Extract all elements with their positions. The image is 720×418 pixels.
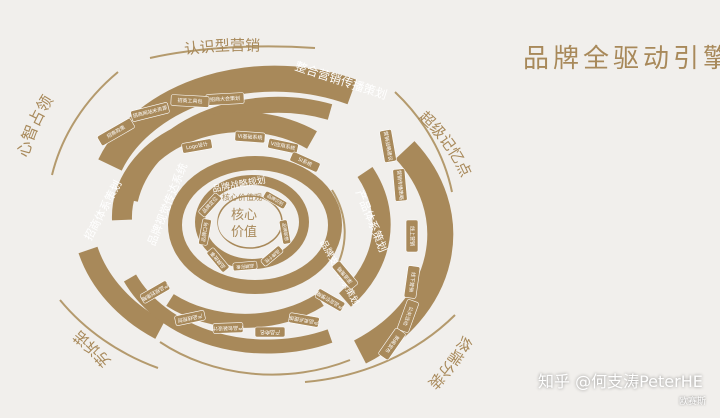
watermark-brand: 欧赛斯 — [679, 397, 707, 407]
tag-label: 招商工具包 — [177, 97, 202, 105]
core-circle: 核心 价值 — [218, 201, 270, 245]
ring-band-2 — [168, 156, 342, 294]
right-tags-tag: 公关活动 — [397, 299, 419, 333]
ring2-tags: VI基础系统 VI应用系统 Logo设计 SI系统 — [181, 130, 321, 173]
ring-band-5 — [78, 65, 454, 376]
section-brand-core: 核心价值观 — [222, 192, 262, 202]
tag-label: 品牌联想 — [280, 222, 290, 241]
ring1-tags-tag: 品牌口号 — [198, 218, 212, 246]
inner-tags-tag: 品牌联想 — [278, 219, 292, 245]
right-tags-tag: 营销战略建议 — [379, 129, 397, 163]
ring3-tags-tag: 招商工具包 — [170, 94, 210, 108]
tag-label: 品牌口号 — [200, 222, 210, 243]
tag-label: 品牌形象 — [235, 262, 254, 271]
inner-tags-tag: 品牌形象 — [232, 260, 258, 272]
tag-label: 产品命名 — [260, 329, 280, 336]
label-left: 心智占领 — [13, 92, 57, 159]
tag-label: 线上营销 — [409, 226, 416, 246]
right-tags-tag: 线下营销 — [403, 265, 421, 299]
right-tags-tag: 营销传播策略 — [392, 168, 408, 202]
core-text-1: 核心 — [231, 208, 257, 223]
outer-arcs — [51, 45, 456, 383]
ring2-tags-tag: VI基础系统 — [234, 130, 266, 144]
ring2-tags-tag: VI应用系统 — [267, 138, 299, 154]
watermark: 知乎 @何支涛PeterHE — [538, 372, 703, 391]
tag-label: 线下营销 — [407, 272, 417, 293]
tag-label: 产品包装设计 — [213, 324, 243, 332]
label-top: 认识型营销 — [183, 36, 260, 58]
page-title: 品牌全驱动引擎 — [523, 44, 720, 74]
tag-label: Logo设计 — [186, 141, 209, 152]
tag-label: VI基础系统 — [237, 133, 262, 142]
bottom-tags-tag: 产品卖点提炼 — [288, 312, 320, 328]
core-text-2: 价值 — [231, 224, 257, 240]
tag-label: 营销传播策略 — [395, 170, 405, 201]
ring2-tags-tag: SI系统 — [289, 151, 321, 173]
ring2-tags-tag: Logo设计 — [181, 138, 213, 154]
label-bottom-right: 终端分装 — [425, 333, 476, 393]
bottom-tags-tag: 产品命名 — [254, 326, 286, 338]
tag-label: 招商大会策划 — [210, 95, 240, 104]
right-tags-tag: 线上营销 — [405, 219, 419, 253]
bottom-tags-tag: 产品包装设计 — [212, 322, 244, 334]
ring3-tags-tag: 招商大会策划 — [205, 92, 245, 106]
label-bottom-left: 芳诉诺 — [70, 327, 114, 371]
bottom-tags-tag: 产品线规划 — [174, 310, 206, 326]
